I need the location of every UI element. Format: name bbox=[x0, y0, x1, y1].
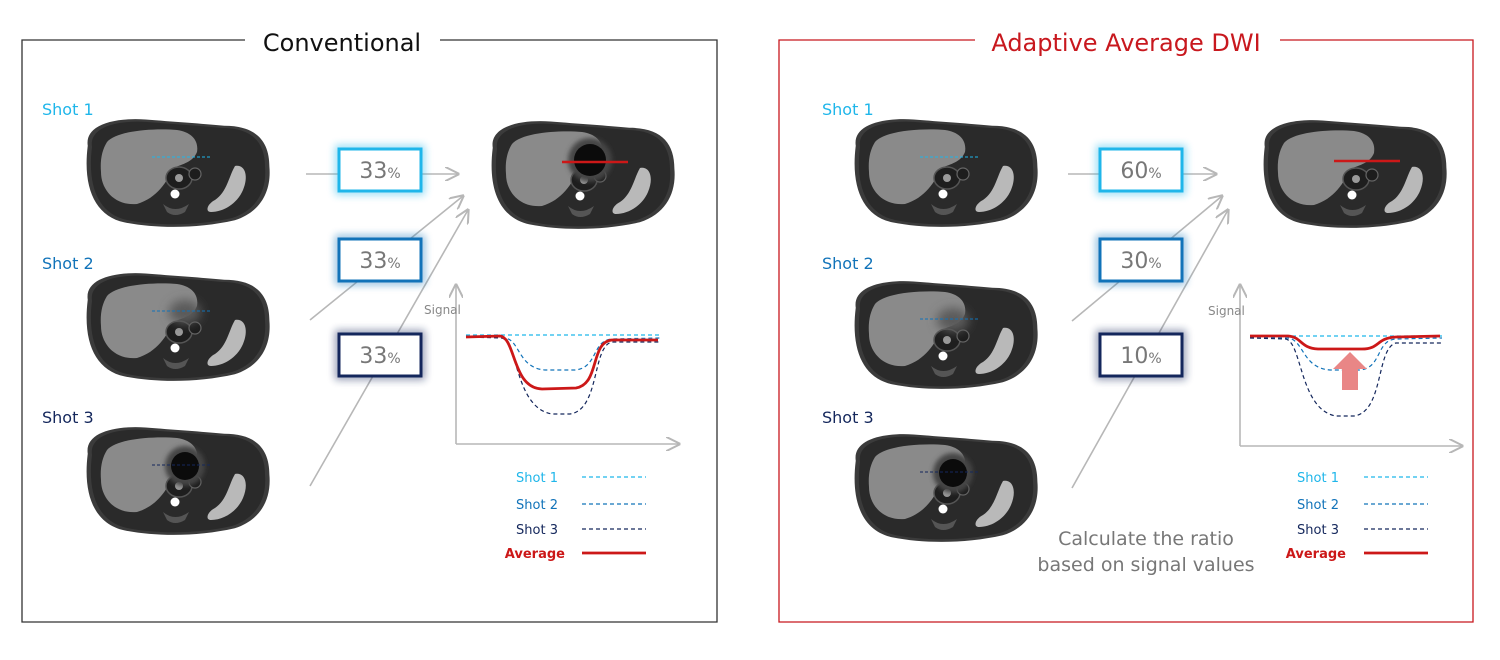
y-axis-label: Signal bbox=[1208, 304, 1245, 318]
shot-label-1: Shot 1 bbox=[42, 100, 94, 119]
svg-text:33%: 33% bbox=[359, 159, 400, 184]
axial-scan-icon bbox=[854, 119, 1038, 227]
weight-box-2: 30% bbox=[1096, 235, 1186, 285]
legend-label-average: Average bbox=[1286, 547, 1346, 562]
weight-unit: % bbox=[387, 166, 400, 182]
weight-box-2: 33% bbox=[335, 235, 425, 285]
curve-average bbox=[1250, 334, 1441, 351]
curve-shot-3 bbox=[1249, 337, 1442, 417]
weight-box-3: 33% bbox=[335, 330, 425, 380]
caption-line-1: Calculate the ratio bbox=[1058, 528, 1234, 550]
legend-label-shot-3: Shot 3 bbox=[516, 523, 558, 538]
chart-legend: Shot 1 Shot 2 Shot 3 Average bbox=[505, 471, 646, 562]
shot-label-2: Shot 2 bbox=[822, 254, 874, 273]
svg-text:33%: 33% bbox=[359, 249, 400, 274]
weight-value: 60 bbox=[1120, 159, 1148, 184]
weight-box-3: 10% bbox=[1096, 330, 1186, 380]
weight-value: 33 bbox=[359, 159, 387, 184]
weight-unit: % bbox=[1148, 256, 1161, 272]
panel-border bbox=[778, 39, 1474, 623]
panel-title: Conventional bbox=[263, 29, 421, 57]
axial-scan-icon bbox=[86, 427, 270, 535]
axial-scan-icon bbox=[854, 434, 1038, 542]
shot-label-2: Shot 2 bbox=[42, 254, 94, 273]
signal-chart: Signal Shot 1 Shot 2 Shot 3 Average bbox=[424, 285, 679, 562]
svg-text:30%: 30% bbox=[1120, 249, 1161, 274]
axial-scan-icon bbox=[86, 273, 270, 381]
weight-unit: % bbox=[1148, 166, 1161, 182]
curve-average bbox=[465, 334, 658, 391]
axial-scan-icon bbox=[86, 119, 270, 227]
panel-border bbox=[21, 39, 718, 623]
svg-text:10%: 10% bbox=[1120, 344, 1161, 369]
legend-label-shot-3: Shot 3 bbox=[1297, 523, 1339, 538]
up-arrow-icon bbox=[1333, 352, 1367, 390]
weight-box-1: 60% bbox=[1096, 145, 1186, 195]
shot-label-3: Shot 3 bbox=[822, 408, 874, 427]
weight-unit: % bbox=[1148, 351, 1161, 367]
weight-value: 33 bbox=[359, 344, 387, 369]
legend-label-average: Average bbox=[505, 547, 565, 562]
shot-label-1: Shot 1 bbox=[822, 100, 874, 119]
weight-box-1: 33% bbox=[335, 145, 425, 195]
caption-line-2: based on signal values bbox=[1037, 554, 1254, 576]
curve-shot-3 bbox=[465, 336, 660, 415]
svg-text:60%: 60% bbox=[1120, 159, 1161, 184]
y-axis-label: Signal bbox=[424, 303, 461, 317]
weight-value: 33 bbox=[359, 249, 387, 274]
weight-unit: % bbox=[387, 351, 400, 367]
legend-label-shot-1: Shot 1 bbox=[1297, 471, 1339, 486]
axial-scan-icon bbox=[491, 121, 675, 229]
weight-value: 10 bbox=[1120, 344, 1148, 369]
chart-legend: Shot 1 Shot 2 Shot 3 Average bbox=[1286, 471, 1428, 562]
signal-chart: Signal Shot 1 Shot 2 Shot 3 Average bbox=[1208, 285, 1462, 562]
legend-label-shot-2: Shot 2 bbox=[1297, 498, 1339, 513]
panel-adaptive: Adaptive Average DWI Shot 1 Shot 2 Shot … bbox=[778, 29, 1474, 623]
shot-label-3: Shot 3 bbox=[42, 408, 94, 427]
panel-conventional: Conventional Shot 1 Shot 2 Shot 3 33% 33… bbox=[21, 29, 718, 623]
curve-shot-2 bbox=[465, 335, 661, 371]
panel-title: Adaptive Average DWI bbox=[991, 29, 1260, 57]
legend-label-shot-2: Shot 2 bbox=[516, 498, 558, 513]
axial-scan-icon bbox=[1263, 120, 1447, 228]
weight-value: 30 bbox=[1120, 249, 1148, 274]
axial-scan-icon bbox=[854, 281, 1038, 389]
svg-text:33%: 33% bbox=[359, 344, 400, 369]
legend-label-shot-1: Shot 1 bbox=[516, 471, 558, 486]
weight-unit: % bbox=[387, 256, 400, 272]
